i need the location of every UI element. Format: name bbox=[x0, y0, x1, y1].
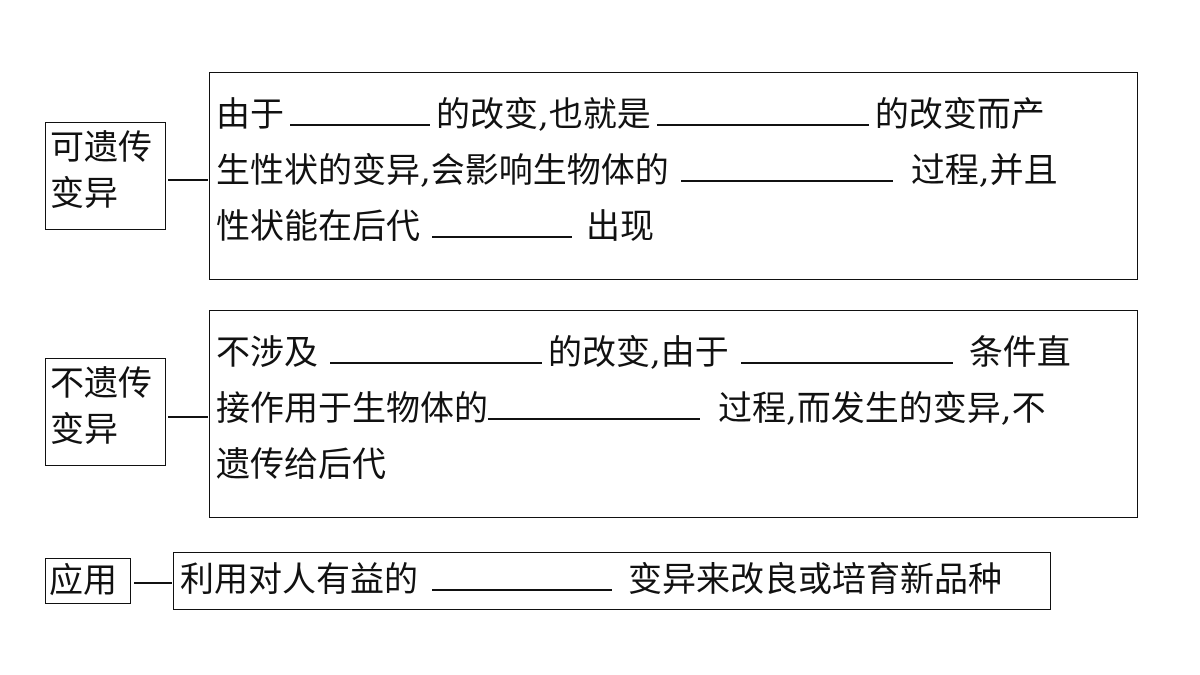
application-label: 应用 bbox=[45, 558, 131, 604]
fill-blank-5[interactable] bbox=[330, 332, 542, 364]
application-text-b: 变异来改良或培育新品种 bbox=[628, 560, 1002, 600]
heritable-connector bbox=[168, 179, 208, 181]
nonheritable-variation-label: 不遗传 变异 bbox=[45, 358, 166, 466]
nonheritable-line-1: 不涉及 的改变,由于 条件直 bbox=[216, 325, 1131, 381]
nonheritable-l1-c: 条件直 bbox=[968, 333, 1071, 373]
fill-blank-2[interactable] bbox=[656, 94, 869, 126]
nonheritable-l1-a: 不涉及 bbox=[216, 333, 318, 373]
heritable-label-line1: 可遗传 bbox=[50, 128, 152, 168]
heritable-l3-b: 出现 bbox=[586, 207, 654, 247]
nonheritable-l3-a: 遗传给后代 bbox=[216, 445, 386, 485]
heritable-l2-a: 生性状的变异,会影响生物体的 bbox=[216, 151, 669, 191]
application-connector bbox=[134, 582, 172, 584]
fill-blank-6[interactable] bbox=[740, 332, 953, 364]
fill-blank-7[interactable] bbox=[488, 388, 700, 420]
heritable-variation-box: 由于 的改变,也就是 的改变而产 生性状的变异,会影响生物体的 过程,并且 性状… bbox=[209, 72, 1138, 280]
heritable-l1-a: 由于 bbox=[216, 95, 284, 135]
nonheritable-connector bbox=[168, 416, 208, 418]
heritable-variation-label: 可遗传 变异 bbox=[45, 122, 166, 230]
heritable-l3-a: 性状能在后代 bbox=[216, 207, 420, 247]
heritable-line-2: 生性状的变异,会影响生物体的 过程,并且 bbox=[216, 143, 1131, 199]
nonheritable-label-line1: 不遗传 bbox=[50, 364, 152, 404]
heritable-l1-b: 的改变,也就是 bbox=[436, 95, 651, 135]
fill-blank-4[interactable] bbox=[432, 206, 572, 238]
heritable-l1-c: 的改变而产 bbox=[874, 95, 1045, 135]
heritable-line-3: 性状能在后代 出现 bbox=[216, 199, 1131, 255]
fill-blank-8[interactable] bbox=[432, 559, 612, 591]
nonheritable-l2-a: 接作用于生物体的 bbox=[216, 389, 488, 429]
nonheritable-label-line2: 变异 bbox=[50, 410, 118, 450]
application-box: 利用对人有益的 变异来改良或培育新品种 bbox=[173, 552, 1051, 610]
nonheritable-l2-b: 过程,而发生的变异,不 bbox=[718, 389, 1046, 429]
heritable-l2-b: 过程,并且 bbox=[910, 151, 1058, 191]
fill-blank-3[interactable] bbox=[680, 150, 893, 182]
heritable-label-line2: 变异 bbox=[50, 174, 118, 214]
application-line: 利用对人有益的 变异来改良或培育新品种 bbox=[180, 553, 1044, 607]
nonheritable-variation-box: 不涉及 的改变,由于 条件直 接作用于生物体的 过程,而发生的变异,不 遗传给后… bbox=[209, 310, 1138, 518]
heritable-line-1: 由于 的改变,也就是 的改变而产 bbox=[216, 87, 1131, 143]
nonheritable-l1-b: 的改变,由于 bbox=[548, 333, 729, 373]
fill-blank-1[interactable] bbox=[290, 94, 430, 126]
application-text-a: 利用对人有益的 bbox=[180, 560, 418, 600]
nonheritable-line-2: 接作用于生物体的 过程,而发生的变异,不 bbox=[216, 381, 1131, 437]
nonheritable-line-3: 遗传给后代 bbox=[216, 437, 1131, 493]
